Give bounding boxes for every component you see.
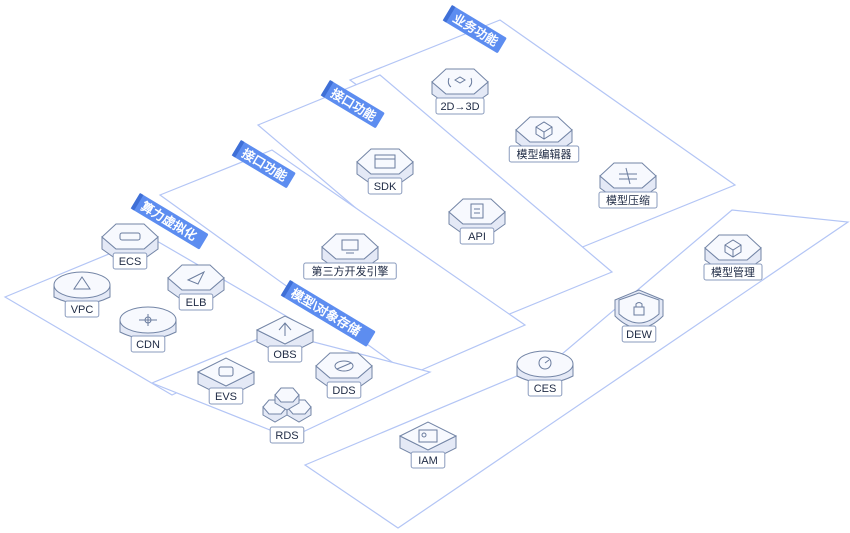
node-label: OBS [273, 349, 296, 361]
node-vpc[interactable]: VPC [53, 271, 111, 318]
node-label: RDS [275, 430, 298, 442]
group-label-bg [232, 140, 296, 188]
server-icon [119, 232, 141, 241]
node-label: DDS [332, 385, 355, 397]
node-label: ELB [186, 297, 207, 309]
node-api[interactable]: API [448, 198, 506, 245]
node-label-box [367, 177, 403, 195]
monitor-icon [341, 239, 359, 254]
node-rds[interactable]: RDS [262, 387, 312, 444]
group-label-edge [231, 140, 245, 158]
group-label-bg [281, 280, 376, 347]
node-label: IAM [418, 455, 438, 467]
node-label-box [527, 379, 563, 397]
node-ecs[interactable]: ECS [101, 223, 159, 270]
node-label: 模型编辑器 [517, 147, 572, 161]
node-label-box [435, 97, 485, 115]
node-label: 第三方开发引擎 [312, 264, 389, 278]
leaf-icon [334, 360, 354, 372]
node-label-box [130, 335, 166, 353]
node-label-box [112, 252, 148, 270]
node-dds[interactable]: DDS [315, 352, 373, 399]
triangle-icon [73, 276, 91, 290]
node-third[interactable]: 第三方开发引擎 [303, 233, 397, 280]
node-sdk[interactable]: SDK [356, 148, 414, 195]
network-icon [139, 314, 157, 326]
node-label: VPC [71, 304, 94, 316]
node-label-box [267, 345, 303, 363]
group-label-bg [321, 80, 385, 128]
window-icon [374, 154, 396, 169]
group-label-bg [443, 5, 507, 53]
node-label-box [178, 293, 214, 311]
node-mgmt[interactable]: 模型管理 [703, 234, 763, 281]
node-elb[interactable]: ELB [167, 264, 225, 311]
node-label: 模型压缩 [606, 193, 650, 207]
group-label-edge [130, 193, 144, 211]
gauge-icon [538, 356, 552, 370]
node-label-box [208, 387, 244, 405]
disk-icon [218, 366, 234, 377]
node-label-box [508, 145, 580, 163]
node-obs[interactable]: OBS [255, 315, 315, 363]
group-label-edge [442, 5, 456, 23]
group-label-bg [131, 193, 209, 250]
node-label-box [326, 381, 362, 399]
node-editor[interactable]: 模型编辑器 [508, 116, 580, 163]
node-label-box [303, 262, 397, 280]
id-card-icon [418, 429, 438, 443]
node-2d3d[interactable]: 2D→3D [431, 68, 489, 115]
upload-icon [278, 322, 292, 336]
node-iam[interactable]: IAM [398, 421, 458, 469]
send-icon [186, 270, 206, 285]
node-label: SDK [374, 181, 397, 193]
node-label-box [410, 451, 446, 469]
node-label: 2D→3D [440, 101, 479, 113]
node-label: DEW [626, 329, 652, 341]
node-label-box [269, 426, 305, 444]
cube-icon [535, 121, 553, 140]
node-compress[interactable]: 模型压缩 [598, 162, 658, 209]
document-icon [470, 203, 484, 219]
group-label-edge [320, 80, 334, 98]
node-dew[interactable]: DEW [614, 289, 664, 343]
node-label-box [64, 300, 100, 318]
node-label: ECS [119, 256, 142, 268]
node-evs[interactable]: EVS [196, 357, 256, 405]
node-label: CDN [136, 339, 160, 351]
compress-icon [619, 167, 637, 185]
node-label: CES [534, 383, 557, 395]
node-label-box [621, 325, 657, 343]
node-label-box [703, 263, 763, 281]
node-label: EVS [215, 391, 237, 403]
node-label: API [468, 231, 486, 243]
node-label-box [459, 227, 495, 245]
node-ces[interactable]: CES [516, 350, 574, 397]
node-label-box [598, 191, 658, 209]
cube-outline-icon [724, 239, 742, 258]
shield-icon [633, 302, 645, 316]
cube-rotate-icon [447, 76, 473, 88]
node-label: 模型管理 [711, 265, 755, 279]
group-label-edge [280, 280, 294, 298]
node-cdn[interactable]: CDN [119, 306, 177, 353]
